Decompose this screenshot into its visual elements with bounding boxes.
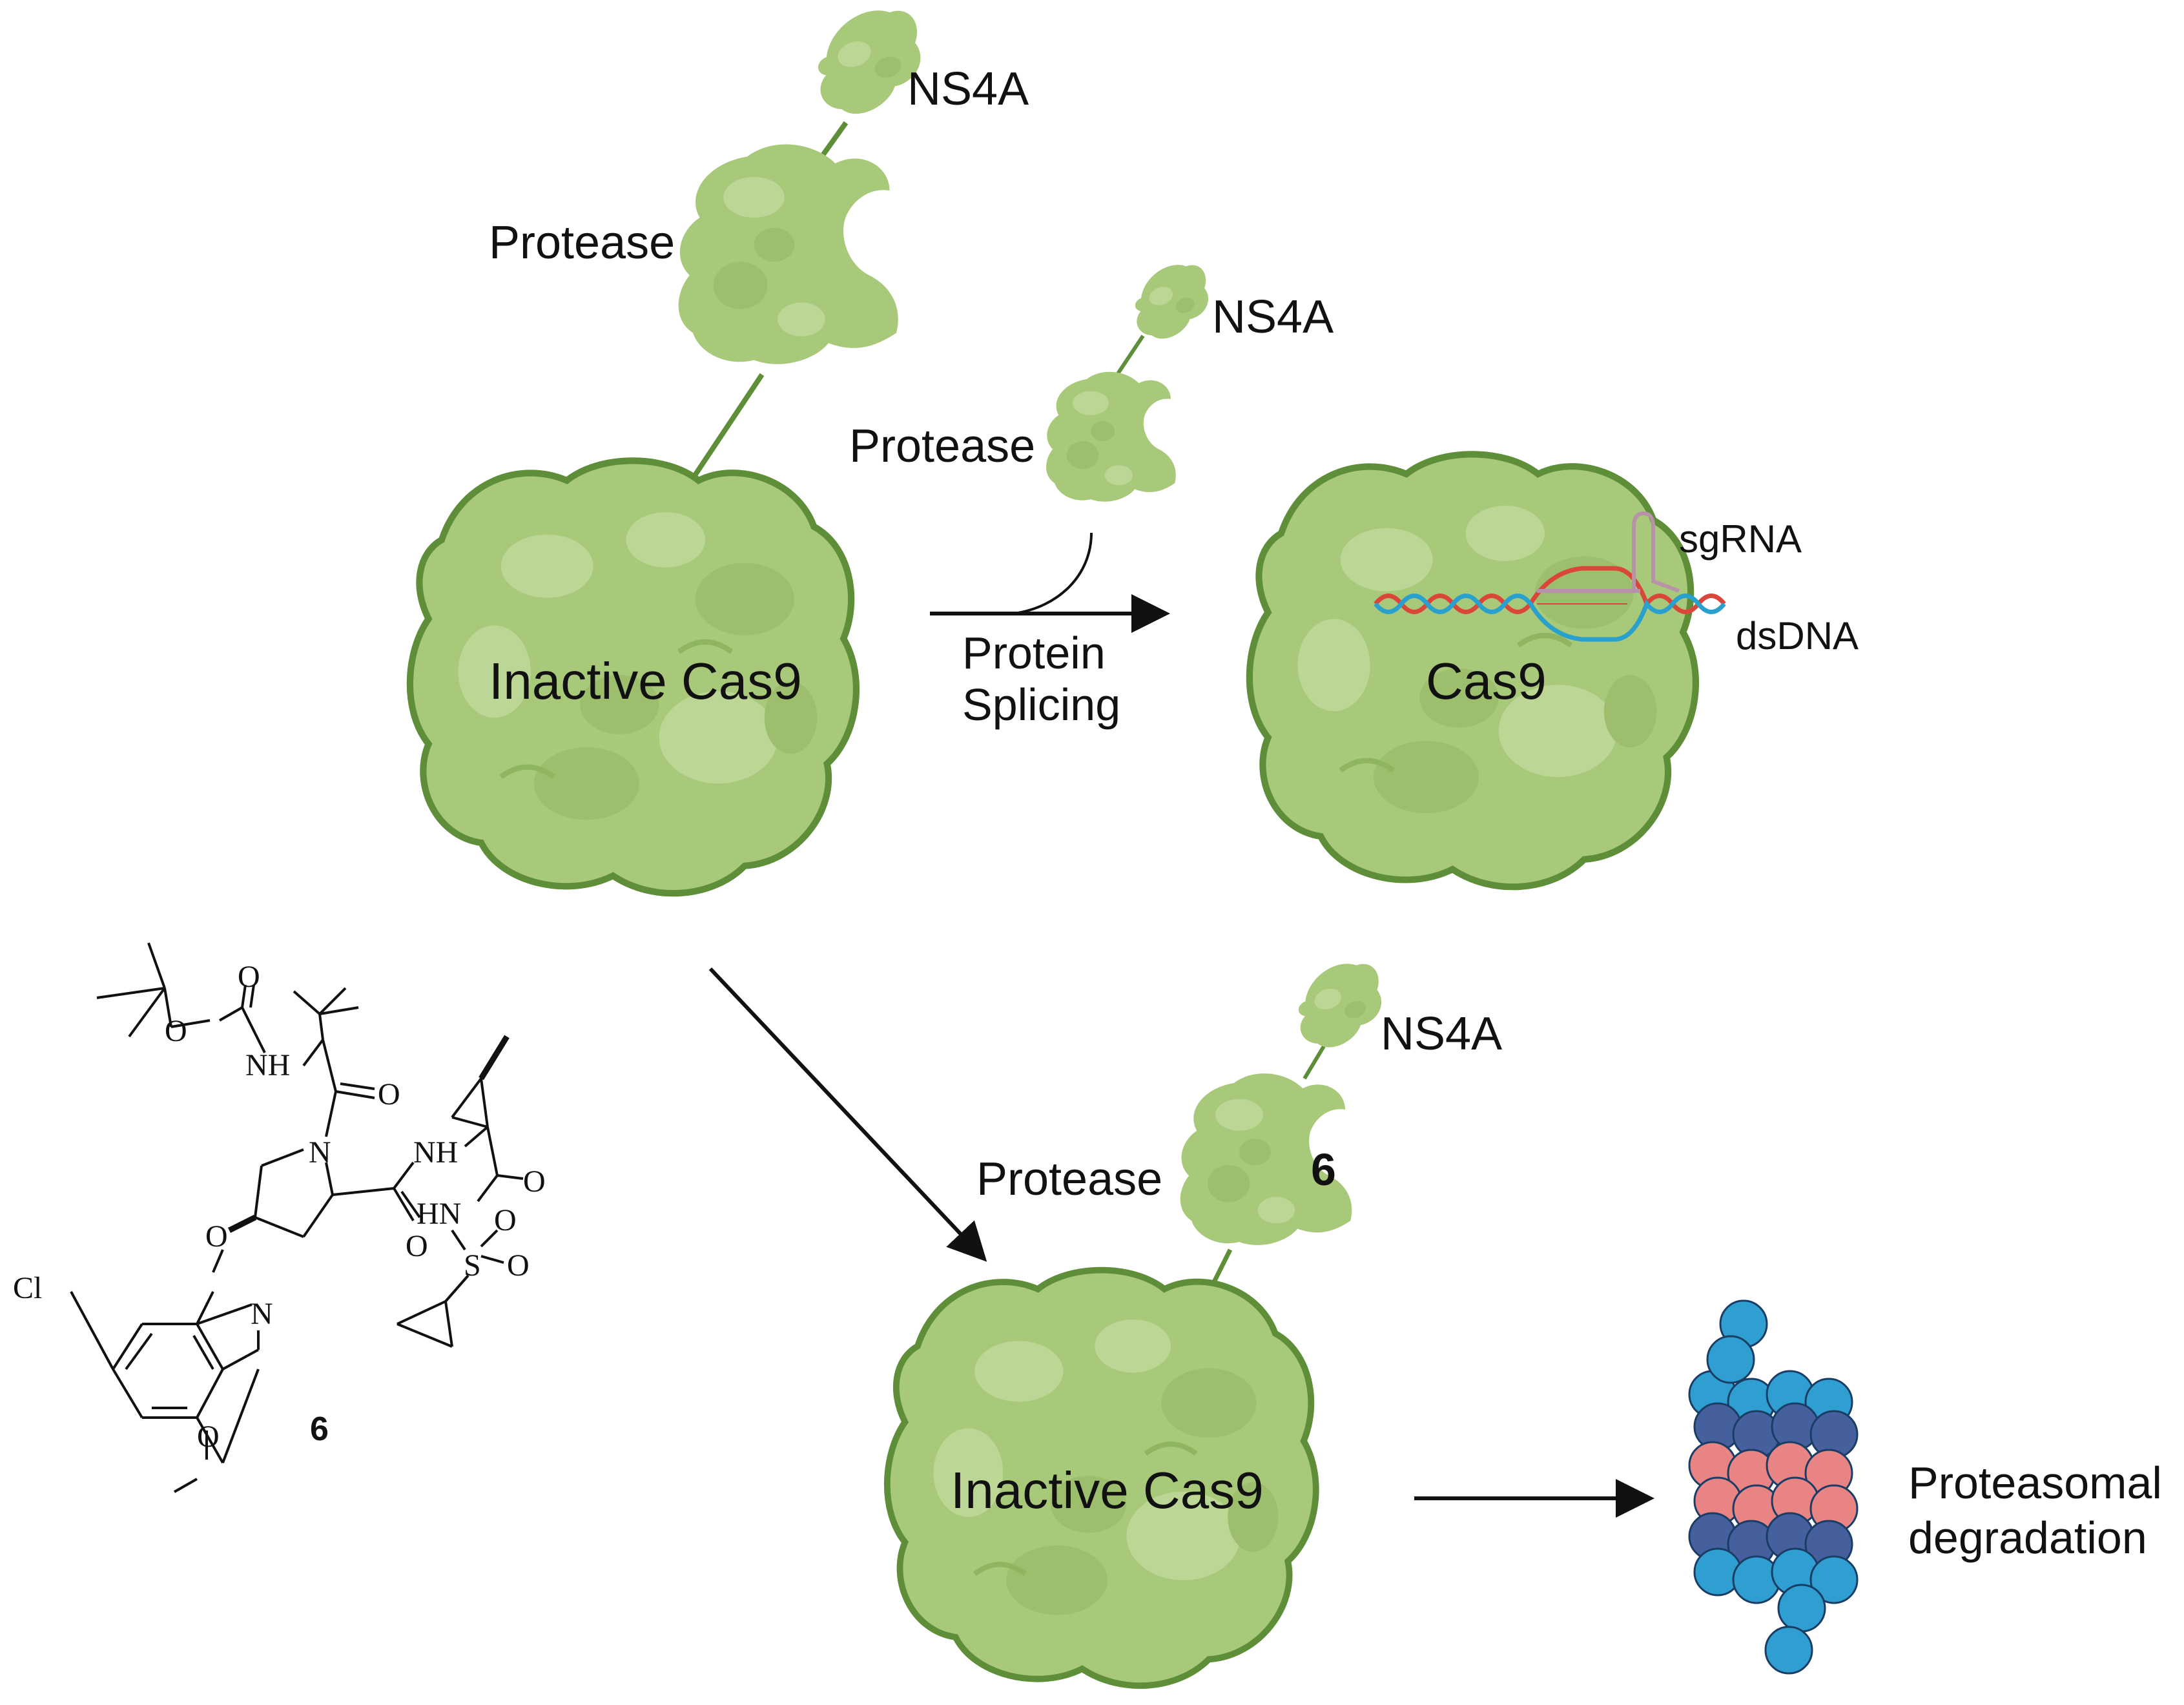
linker-top-cas9-protease: [688, 373, 765, 483]
atom-s: S: [464, 1248, 481, 1283]
atom-n-pyrrolidine: N: [309, 1135, 331, 1170]
atom-nh-amide: NH: [413, 1135, 458, 1170]
sgrna-icon: [1537, 511, 1680, 593]
splicing-arrow-group: Protein Splicing: [930, 594, 1170, 730]
active-cas9: Cas9 sgRNA dsDNA: [1250, 454, 1859, 887]
top-ns4a-label: NS4A: [907, 63, 1029, 115]
top-cas9-label: Inactive Cas9: [489, 652, 802, 710]
inhibition-arrow: [708, 967, 987, 1262]
mid-protease-icon: [1046, 371, 1176, 502]
bottom-cas9-label: Inactive Cas9: [951, 1462, 1264, 1519]
proteasome-subunit: [1764, 1626, 1813, 1675]
top-construct: NS4A Protease Inactive Cas9: [410, 0, 1029, 893]
proteasome-subunit: [1706, 1335, 1755, 1384]
atom-o-boc-carbonyl: O: [238, 960, 260, 994]
atom-nh-carbamate: NH: [245, 1048, 290, 1082]
degradation-label-line2: degradation: [1908, 1513, 2147, 1563]
linker-bottom-protease-ns4a: [1303, 1045, 1326, 1080]
splicing-label-line2: Splicing: [962, 679, 1120, 730]
compound-6-atoms: O O NH O N NH O O HN S O O O Cl N O 6: [13, 960, 546, 1454]
degradation-label-line1: Proteasomal: [1908, 1458, 2162, 1508]
mid-ns4a-label: NS4A: [1212, 291, 1334, 343]
compound-6-structure: [70, 942, 524, 1493]
atom-o-ether: O: [205, 1219, 228, 1254]
atom-cl: Cl: [13, 1271, 42, 1305]
splicing-label-line1: Protein: [962, 628, 1106, 678]
linker-bottom-cas9-protease: [1211, 1248, 1233, 1283]
bottom-ns4a-label: NS4A: [1381, 1008, 1502, 1060]
bottom-protease-label: Protease: [976, 1153, 1162, 1205]
atom-o-s1: O: [494, 1203, 517, 1237]
atom-n-ring: N: [251, 1297, 273, 1331]
bottom-ns4a-icon: [1283, 953, 1396, 1057]
proteasome-subunit: [1777, 1584, 1826, 1633]
proteasome-subunit: [1809, 1555, 1859, 1604]
mid-ns4a-icon: [1122, 255, 1221, 347]
atom-o-amide1: O: [378, 1077, 400, 1111]
atom-o-boc-ester: O: [165, 1014, 187, 1048]
linker-mid-protease-ns4a: [1115, 335, 1145, 376]
mid-protease-label: Protease: [849, 420, 1035, 472]
atom-o-amide3: O: [406, 1229, 428, 1263]
top-protease-label: Protease: [489, 217, 675, 269]
splicing-curve: [1013, 532, 1093, 615]
proteasome-icon: [1688, 1299, 1859, 1675]
released-protease: NS4A Protease: [849, 255, 1334, 615]
bound-compound-label: 6: [1311, 1144, 1336, 1195]
atom-o-s2: O: [507, 1248, 530, 1283]
dsdna-label: dsDNA: [1736, 614, 1859, 657]
atom-o-methoxy: O: [197, 1420, 220, 1454]
compound-6-number: 6: [310, 1410, 329, 1448]
sgrna-label: sgRNA: [1679, 517, 1802, 561]
active-cas9-label: Cas9: [1426, 652, 1547, 710]
top-protease-icon: [678, 144, 898, 364]
dsdna-icon: [1374, 566, 1726, 642]
bottom-construct: NS4A Protease 6 Inactive Cas9: [887, 953, 1502, 1686]
atom-hn-sulfonamide: HN: [417, 1197, 461, 1231]
atom-o-amide2: O: [523, 1164, 546, 1199]
